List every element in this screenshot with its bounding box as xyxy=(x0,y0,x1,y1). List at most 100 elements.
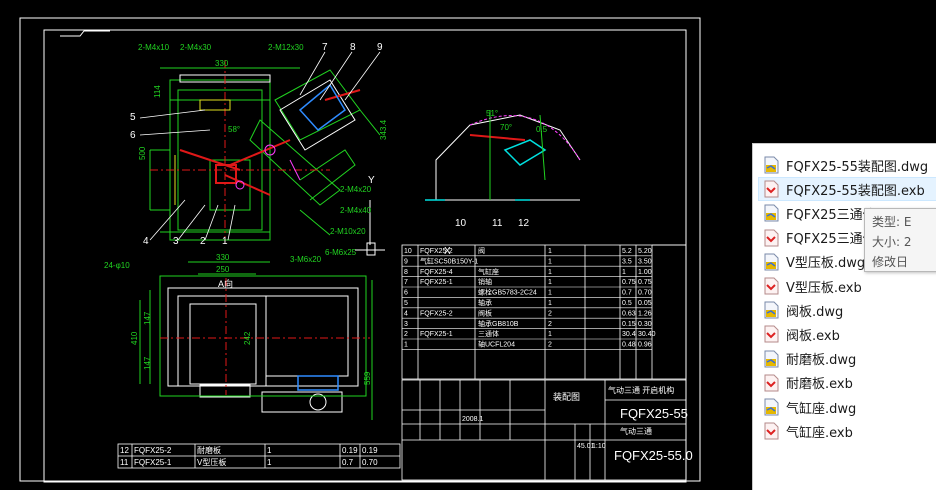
lower-bom-name: 耐磨板 xyxy=(197,445,221,455)
file-item-exb[interactable]: FQFX25-55装配图.exb xyxy=(758,177,936,202)
main-assembly-red xyxy=(179,89,361,196)
centerlines xyxy=(150,60,330,245)
bom-cell-total: 1.26 xyxy=(638,310,652,317)
bom-cell-weight: 0.5 xyxy=(622,300,632,307)
file-item-dwg[interactable]: 阀板.dwg xyxy=(763,299,936,321)
cylinder-view xyxy=(298,83,346,132)
dwg-file-icon xyxy=(764,156,779,174)
exb-file-icon xyxy=(764,325,779,343)
label-2-m10x20: 2-M10x20 xyxy=(330,227,366,236)
bom-cell-total: 0.05 xyxy=(638,300,652,307)
bom-cell-no: 9 xyxy=(404,258,408,265)
dim-114: 114 xyxy=(153,85,162,98)
part-10: 10 xyxy=(455,218,467,229)
file-item-exb[interactable]: 耐磨板.exb xyxy=(763,372,936,394)
magenta-details xyxy=(235,144,301,190)
dwg-file-icon xyxy=(764,350,779,368)
lower-bom-grid xyxy=(117,443,401,469)
bom-cell-total: 1.00 xyxy=(638,269,652,276)
file-item-exb[interactable]: 阀板.exb xyxy=(763,323,936,345)
bom-cell-code: FQFX25-4 xyxy=(420,269,453,276)
bom-cell-weight: 30.4 xyxy=(622,331,636,338)
dim-70deg: 70° xyxy=(500,123,512,132)
file-name: 气缸座.dwg xyxy=(786,401,857,417)
lower-bom-total: 0.70 xyxy=(362,458,378,467)
file-name: FQFX25-55装配图.exb xyxy=(786,183,925,199)
dim-147-top: 147 xyxy=(143,311,152,325)
label-3-m6x20: 3-M6x20 xyxy=(290,255,322,264)
exb-file-icon xyxy=(764,374,779,392)
file-item-dwg[interactable]: FQFX25-55装配图.dwg xyxy=(763,154,936,176)
file-item-exb[interactable]: 气缸座.exb xyxy=(763,420,936,442)
bom-cell-qty: 2 xyxy=(548,310,552,317)
part-number-labels: 7 8 9 5 6 4 3 2 1 10 11 12 Y X xyxy=(130,42,530,257)
part-5: 5 xyxy=(130,112,136,123)
lower-bom-code: FQFX25-2 xyxy=(134,446,172,455)
bom-cell-weight: 0.15 xyxy=(622,321,636,328)
file-name: 耐磨板.exb xyxy=(786,377,853,393)
bom-cell-no: 1 xyxy=(404,342,408,349)
dim-330-top: 330 xyxy=(215,59,229,68)
title-weight: 45.01 xyxy=(577,443,595,450)
label-2-m4x20: 2-M4x20 xyxy=(340,185,372,194)
file-name: 阀板.dwg xyxy=(786,304,844,320)
file-item-exb[interactable]: V型压板.exb xyxy=(763,275,936,297)
exb-file-icon xyxy=(764,277,779,295)
title-block-text: 装配图 气动三通 开启机构 FQFX25-55 气动三通 FQFX25-55.0… xyxy=(462,385,693,463)
bom-cell-code: 气缸SC50B150Y-1 xyxy=(420,256,478,265)
file-item-dwg[interactable]: V型压板.dwg xyxy=(763,251,936,273)
dwg-file-icon xyxy=(764,398,779,416)
outer-frame xyxy=(19,17,701,482)
title-date: 2008.1 xyxy=(462,416,484,423)
bom-cell-weight: 5.2 xyxy=(622,248,632,255)
lower-bom-qty: 1 xyxy=(267,446,272,455)
dim-58deg: 58° xyxy=(228,125,240,134)
label-2-m4x40: 2-M4x40 xyxy=(340,206,372,215)
bom-cell-no: 7 xyxy=(404,279,408,286)
x-axis-mark: X xyxy=(444,246,451,257)
dim-51deg: 51° xyxy=(486,109,498,118)
dim-500: 500 xyxy=(138,146,147,160)
a-view-blue xyxy=(297,375,339,391)
bom-cell-total: 0.96 xyxy=(638,342,652,349)
exb-file-icon xyxy=(764,422,779,440)
leader-lines xyxy=(139,51,381,241)
dim-410: 410 xyxy=(130,331,139,345)
bom-cell-name: 阀 xyxy=(478,246,485,255)
tooltip-size: 大小: 2 xyxy=(872,235,912,249)
bom-cell-total: 0.75 xyxy=(638,279,652,286)
file-item-dwg[interactable]: 耐磨板.dwg xyxy=(763,348,936,370)
title-drawing-no2: FQFX25-55.0 xyxy=(614,448,693,463)
bom-cell-no: 2 xyxy=(404,331,408,338)
bom-cell-name: 阀板 xyxy=(478,308,492,317)
bom-cell-weight: 0.63 xyxy=(622,310,636,317)
bom-cell-no: 4 xyxy=(404,310,408,317)
bom-cell-code: FQFX25-1 xyxy=(420,279,453,286)
bom-cell-qty: 1 xyxy=(548,290,552,297)
lower-bom-weight: 0.19 xyxy=(342,446,358,455)
bom-cell-weight: 1 xyxy=(622,269,626,276)
a-view-dims: 330 250 24-φ10 147 410 147 242 559 xyxy=(104,253,372,385)
bom-cell-total: 0.70 xyxy=(638,290,652,297)
dim-559: 559 xyxy=(363,371,372,385)
detail-green xyxy=(489,110,546,200)
part-1: 1 xyxy=(222,236,228,247)
bom-cell-qty: 1 xyxy=(548,248,552,255)
bom-cell-name: 轴承GB810B xyxy=(478,319,519,328)
dim-05: 0.5 xyxy=(536,125,548,134)
title-desc: 气动三通 xyxy=(620,426,652,436)
part-7: 7 xyxy=(322,42,328,53)
dim-343: 343.4 xyxy=(379,119,388,140)
part-6: 6 xyxy=(130,130,136,141)
file-item-dwg[interactable]: 气缸座.dwg xyxy=(763,396,936,418)
detail-cyan xyxy=(425,139,547,201)
bom-cell-code: FQFX25-2 xyxy=(420,310,453,317)
part-2: 2 xyxy=(200,236,206,247)
dim-250: 250 xyxy=(216,265,230,274)
dwg-file-icon xyxy=(764,301,779,319)
main-assembly-view xyxy=(149,67,381,241)
a-view-centerlines xyxy=(160,278,370,395)
bom-cell-qty: 2 xyxy=(548,342,552,349)
